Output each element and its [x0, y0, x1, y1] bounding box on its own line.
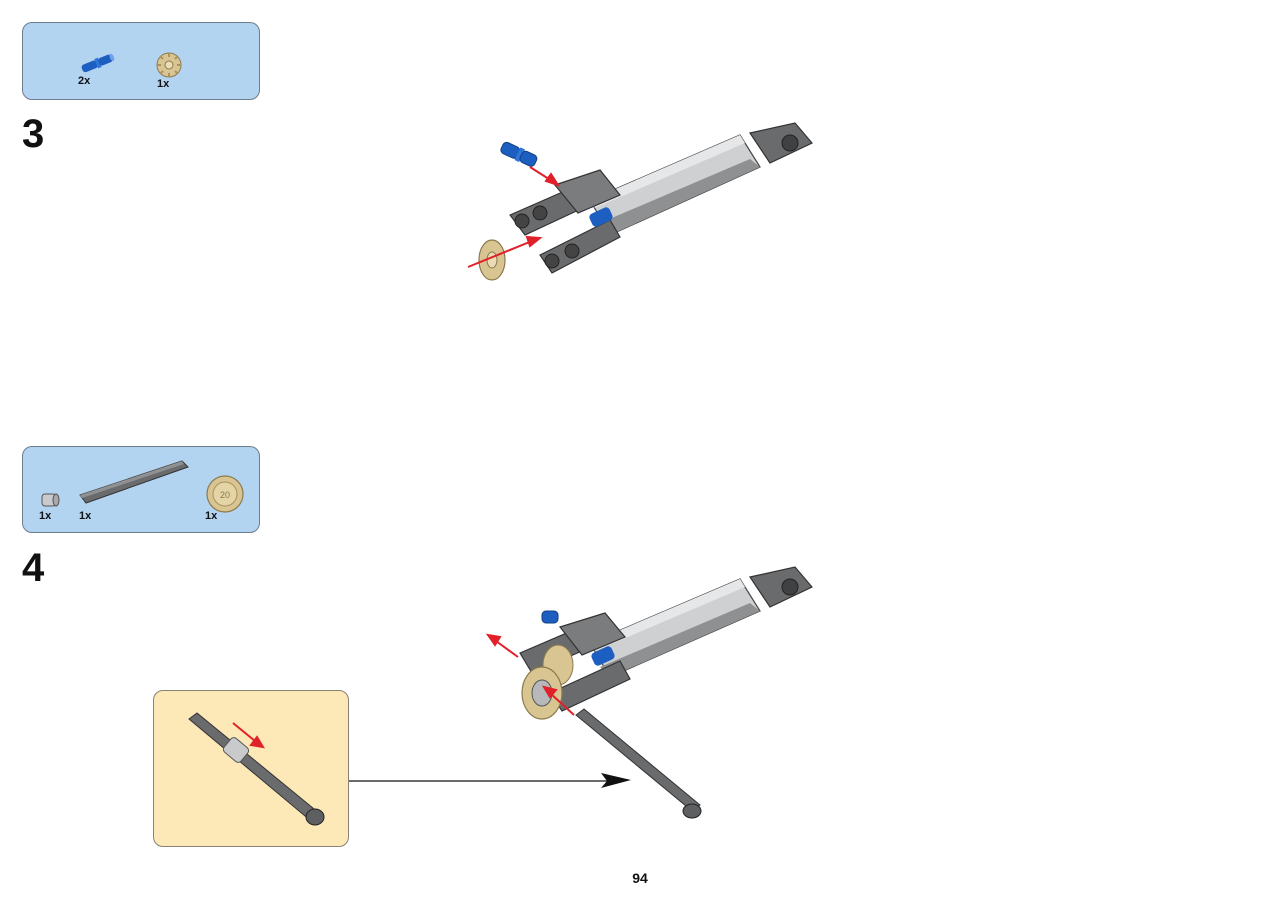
- blue-pin-icon: [81, 53, 115, 73]
- insert-arrows: [467, 166, 561, 268]
- axle-icon: [79, 460, 189, 504]
- loose-blue-pin: [500, 141, 538, 167]
- axle-with-bush-icon: [188, 712, 325, 826]
- callout-pointer-arrow: [349, 773, 631, 788]
- step4-part3-qty: 1x: [205, 510, 218, 522]
- tan-gear-icon: [156, 52, 182, 78]
- step4-parts-box: 1x 1x 20 1x: [22, 446, 260, 533]
- tan-gear-icon: 20: [206, 475, 244, 513]
- step4-part1-qty: 1x: [39, 510, 52, 522]
- step4-number: 4: [22, 546, 45, 590]
- step3-part1-qty: 2x: [78, 75, 91, 87]
- long-axle: [575, 708, 702, 819]
- step3-assembly-illustration: [467, 122, 813, 281]
- subassembly-callout: [153, 690, 349, 847]
- step3-parts-box: 2x 1x: [22, 22, 260, 100]
- mounted-gears: [521, 644, 574, 720]
- linear-actuator: [509, 122, 813, 274]
- step3-part2-qty: 1x: [157, 78, 170, 90]
- linear-actuator: [519, 566, 813, 712]
- bush-icon: [41, 493, 60, 507]
- step3-number: 3: [22, 112, 45, 156]
- page-number: 94: [632, 870, 648, 886]
- step4-assembly-illustration: [485, 566, 813, 819]
- step4-part2-qty: 1x: [79, 510, 92, 522]
- svg-text:20: 20: [220, 490, 230, 500]
- insert-arrows: [485, 633, 575, 716]
